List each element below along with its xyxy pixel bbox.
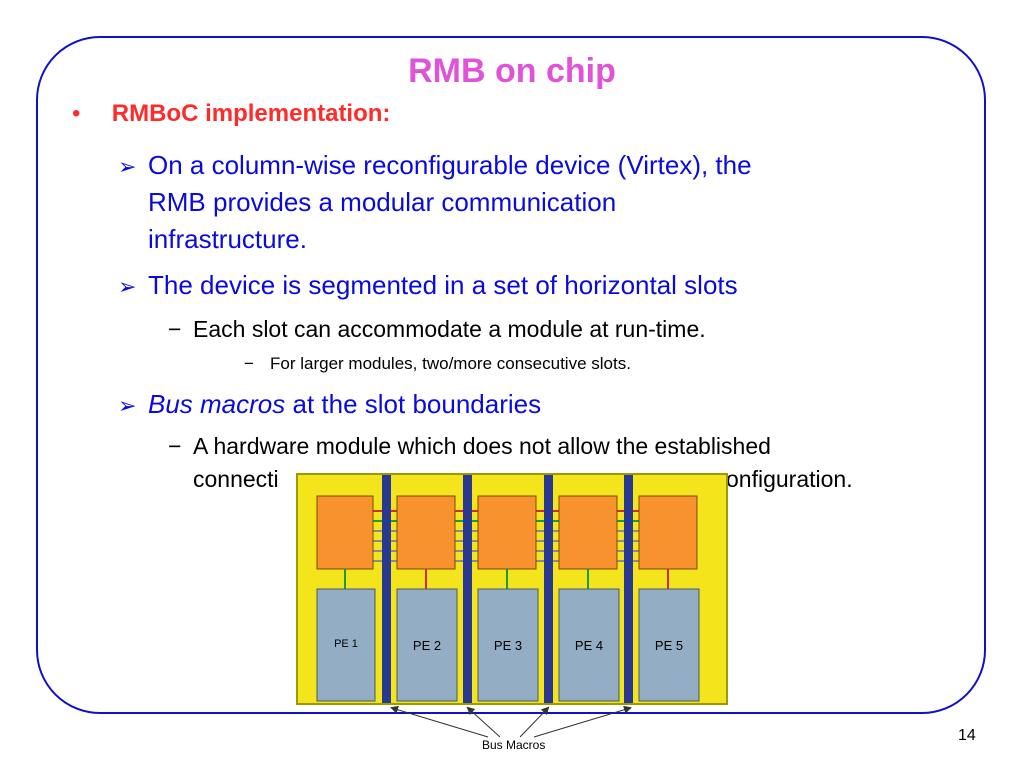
sub-sub-bullet-1: Each slot can accommodate a module at ru… [193, 316, 706, 342]
dash-bullet-icon: − [244, 354, 254, 373]
sub-bullet-1-line1: On a column-wise reconfigurable device (… [148, 150, 752, 180]
pe-label: PE 3 [493, 638, 523, 653]
bus-macros-label: Bus Macros [482, 738, 546, 752]
bullet-marker: • [72, 100, 81, 127]
sub-bullet-3-rest: at the slot boundaries [285, 389, 542, 419]
pe-label: PE 1 [334, 638, 358, 650]
arrow-bullet-icon: ➢ [118, 154, 137, 179]
slide-title: RMB on chip [408, 52, 616, 90]
arrow-bullet-icon: ➢ [118, 393, 137, 418]
dash-bullet-icon: − [168, 433, 182, 459]
sub-bullet-3: Bus macros at the slot boundaries [148, 389, 541, 420]
rmb-diagram: PE 1 PE 2 PE 3 PE 4 PE 5 [296, 473, 728, 705]
sub-bullet-2: The device is segmented in a set of hori… [148, 270, 738, 300]
page-number: 14 [958, 727, 976, 744]
main-bullet-heading: RMBoC implementation: [111, 100, 391, 127]
dash-bullet-icon: − [168, 316, 182, 342]
rmb-diagram-drawing [316, 475, 700, 703]
sub-sub-bullet-2-line1: A hardware module which does not allow t… [193, 433, 771, 459]
pe-label: PE 4 [574, 638, 604, 653]
sub-sub-bullet-2-line2-start: connecti [193, 466, 279, 492]
pe-label: PE 2 [412, 638, 442, 653]
bus-macros-term: Bus macros [148, 389, 286, 419]
sub-sub-sub-bullet-1: For larger modules, two/more consecutive… [270, 354, 631, 373]
sub-bullet-1-line3: infrastructure. [148, 224, 307, 254]
slide-frame [36, 36, 986, 714]
arrow-bullet-icon: ➢ [118, 274, 137, 299]
pe-label: PE 5 [654, 638, 684, 653]
sub-bullet-1-line2: RMB provides a modular communication [148, 187, 617, 217]
sub-sub-bullet-2-line2-end: onfiguration. [726, 466, 853, 492]
main-bullet: • RMBoC implementation: [72, 100, 390, 128]
